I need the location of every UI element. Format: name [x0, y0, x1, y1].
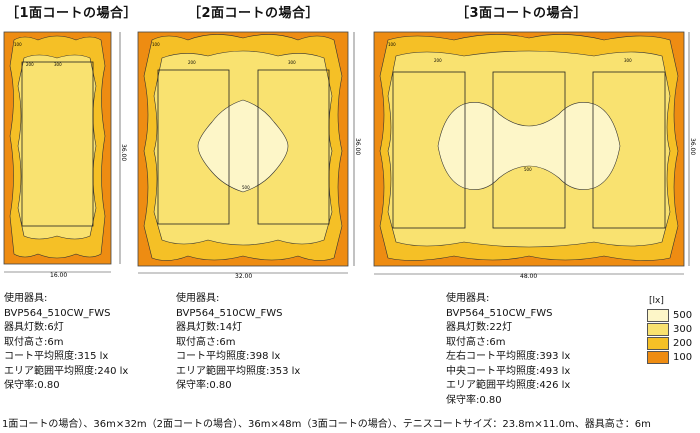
court-outline: [592, 71, 666, 229]
contour-label: 300: [624, 58, 632, 63]
panel-1-info: 使用器具: BVP564_510CW_FWS 器具灯数:6灯 取付高さ:6m コ…: [4, 292, 128, 394]
panel-3-info: 使用器具: BVP564_510CW_FWS 器具灯数:22灯 取付高さ:6m …: [446, 292, 570, 408]
info-line: コート平均照度:315 lx: [4, 351, 109, 362]
zone-500: [437, 102, 621, 190]
info-line: 器具灯数:14灯: [176, 322, 243, 333]
contour-map-3: 100 200 300 500 48.00 36.00: [373, 31, 696, 280]
court-outline: [492, 71, 566, 229]
zone-500: [197, 99, 289, 193]
info-line: BVP564_510CW_FWS: [4, 307, 111, 319]
info-line: エリア範囲平均照度:240 lx: [4, 365, 129, 377]
info-line: エリア範囲平均照度:353 lx: [176, 365, 301, 377]
legend-item: 500: [647, 309, 699, 323]
panel-3-title: ［3面コートの場合］: [456, 6, 588, 21]
info-line: 保守率:0.80: [4, 380, 60, 391]
contour-map-2: 100 200 300 500 32.00 36.00: [137, 31, 361, 280]
legend-swatch: [647, 337, 669, 350]
legend-swatch: [647, 351, 669, 364]
legend-label: 100: [673, 352, 693, 363]
info-line: 中央コート平均照度:493 lx: [446, 365, 571, 377]
info-line: 使用器具:: [446, 293, 490, 304]
info-line: コート平均照度:398 lx: [176, 351, 281, 362]
court-outline: [157, 69, 230, 225]
info-line: BVP564_510CW_FWS: [176, 307, 283, 319]
court-outline: [21, 61, 94, 227]
legend-item: 100: [647, 351, 699, 365]
contour-label: 100: [14, 42, 22, 47]
height-dimension: 36.00: [120, 144, 127, 161]
contour-label: 200: [26, 62, 34, 67]
contour-label: 300: [288, 60, 296, 65]
legend-swatch: [647, 323, 669, 336]
legend-label: 300: [673, 324, 693, 335]
illuminance-legend: [lx] 500 300 200 100: [647, 296, 699, 365]
contour-label: 200: [434, 58, 442, 63]
contour-label: 100: [388, 42, 396, 47]
width-dimension: 16.00: [50, 272, 67, 279]
contour-map-1: 100 200 300 16.00 36.00: [3, 31, 127, 279]
info-line: 取付高さ:6m: [446, 336, 506, 348]
info-line: 保守率:0.80: [176, 380, 232, 391]
contour-label: 200: [188, 60, 196, 65]
width-dimension: 48.00: [520, 273, 537, 280]
contour-label: 300: [54, 62, 62, 67]
height-dimension: 36.00: [689, 138, 696, 155]
info-line: エリア範囲平均照度:426 lx: [446, 380, 571, 391]
panel-2-title: ［2面コートの場合］: [188, 6, 320, 21]
width-dimension: 32.00: [235, 273, 252, 280]
info-line: 使用器具:: [176, 293, 220, 304]
info-line: 取付高さ:6m: [4, 336, 64, 348]
court-outline: [257, 69, 330, 225]
legend-swatch: [647, 309, 669, 322]
zone-300: [17, 54, 97, 240]
info-line: 左右コート平均照度:393 lx: [446, 351, 571, 362]
legend-label: 500: [673, 310, 693, 321]
legend-label: 200: [673, 338, 693, 349]
legend-item: 200: [647, 337, 699, 351]
info-line: BVP564_510CW_FWS: [446, 307, 553, 319]
court-outline: [392, 71, 466, 229]
info-line: 器具灯数:6灯: [4, 322, 64, 333]
footer-note: 1面コートの場合）、36m×32m（2面コートの場合）、36m×48m（3面コー…: [2, 419, 651, 430]
height-dimension: 36.00: [354, 138, 361, 155]
panel-1-title: ［1面コートの場合］: [6, 6, 138, 21]
contour-label: 500: [242, 185, 250, 190]
contour-label: 100: [152, 42, 160, 47]
info-line: 取付高さ:6m: [176, 336, 236, 348]
info-line: 器具灯数:22灯: [446, 322, 513, 333]
info-line: 使用器具:: [4, 293, 48, 304]
legend-item: 300: [647, 323, 699, 337]
legend-unit: [lx]: [649, 296, 664, 306]
info-line: 保守率:0.80: [446, 394, 502, 406]
illuminance-map-2: 100 200 300 500 32.00 36.00: [137, 26, 363, 280]
contour-label: 500: [524, 167, 532, 172]
illuminance-map-3: 100 200 300 500 48.00 36.00: [373, 26, 696, 280]
panel-2-info: 使用器具: BVP564_510CW_FWS 器具灯数:14灯 取付高さ:6m …: [176, 292, 300, 394]
illuminance-map-1: 100 200 300 16.00 36.00: [3, 26, 134, 279]
